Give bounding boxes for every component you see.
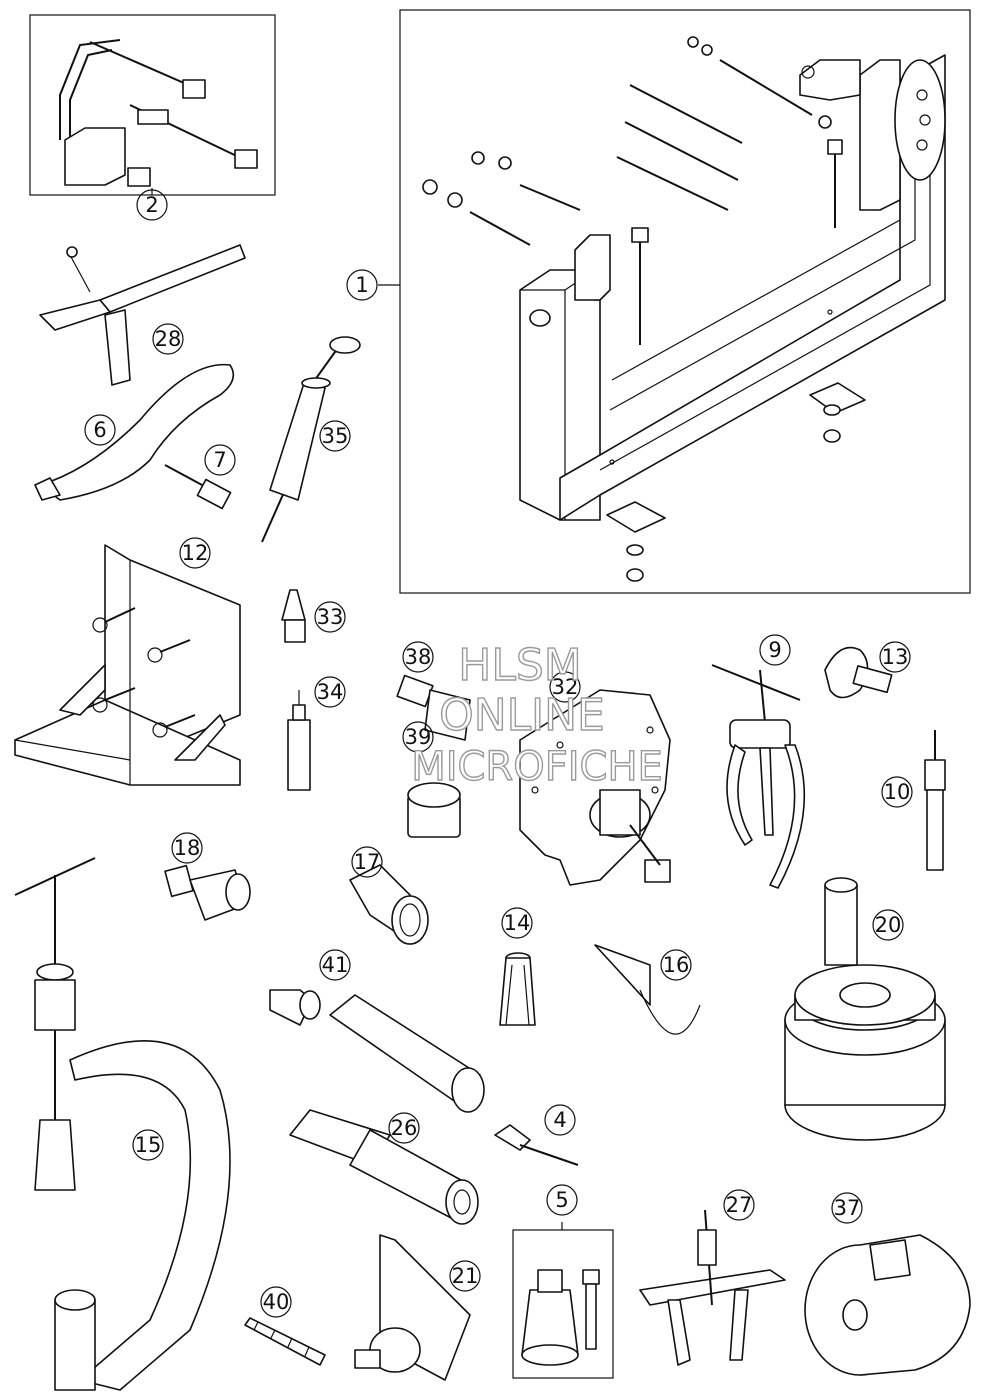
svg-text:10: 10: [884, 780, 911, 804]
svg-text:34: 34: [317, 680, 344, 704]
svg-text:4: 4: [553, 1108, 566, 1132]
watermark: HLSM ONLINE MICROFICHE: [410, 639, 663, 790]
callout-10: 10: [881, 776, 913, 808]
tool-18-drawing: [164, 864, 251, 921]
callout-1: 1: [346, 269, 378, 301]
svg-text:40: 40: [263, 1290, 290, 1314]
svg-text:32: 32: [552, 675, 579, 699]
svg-text:33: 33: [317, 605, 344, 629]
svg-text:7: 7: [213, 448, 226, 472]
watermark-line-1: HLSM: [458, 640, 582, 691]
tool-40-drawing: [244, 1317, 326, 1366]
callout-39: 39: [402, 721, 434, 753]
callout-32: 32: [549, 671, 581, 703]
svg-text:39: 39: [405, 725, 432, 749]
tool-9-drawing: [711, 664, 806, 889]
tool-1-box: [399, 9, 971, 594]
tool-27-drawing: [639, 1209, 786, 1366]
tool-37-drawing: [804, 1234, 971, 1376]
callout-41: 41: [319, 949, 351, 981]
svg-text:27: 27: [726, 1193, 753, 1217]
svg-text:37: 37: [834, 1196, 861, 1220]
tool-5-box: [512, 1229, 614, 1379]
callout-15: 15: [132, 1129, 164, 1161]
svg-text:6: 6: [93, 418, 106, 442]
callout-26: 26: [388, 1112, 420, 1144]
callout-35: 35: [319, 420, 351, 452]
tool-16-drawing: [594, 944, 701, 1035]
watermark-line-3: MICROFICHE: [411, 744, 663, 790]
tool-33-drawing: [281, 589, 306, 643]
tool-14-drawing: [499, 952, 536, 1026]
tool-12-drawing: [14, 544, 241, 786]
svg-text:35: 35: [322, 424, 349, 448]
callout-37: 37: [831, 1192, 863, 1224]
svg-text:21: 21: [452, 1264, 479, 1288]
tool-4-drawing: [494, 1124, 579, 1166]
tool-41-drawing: [269, 989, 485, 1113]
callout-38: 38: [402, 641, 434, 673]
callout-17: 17: [351, 846, 383, 878]
callout-28: 28: [152, 323, 184, 355]
callout-33: 33: [314, 601, 346, 633]
callout-4: 4: [544, 1104, 576, 1136]
tool-32-drawing: [519, 689, 671, 886]
tool-26-drawing: [289, 1109, 479, 1225]
callout-27: 27: [723, 1189, 755, 1221]
svg-text:20: 20: [875, 913, 902, 937]
tool-38-drawing: [396, 674, 471, 741]
callout-7: 7: [204, 444, 236, 476]
svg-text:5: 5: [555, 1188, 568, 1212]
tool-20-drawing: [784, 877, 946, 1141]
svg-text:2: 2: [145, 193, 158, 217]
callout-34: 34: [314, 676, 346, 708]
callout-2: 2: [136, 189, 168, 221]
tool-34-drawing: [287, 690, 311, 791]
svg-text:41: 41: [322, 953, 349, 977]
callout-12: 12: [179, 537, 211, 569]
callout-40: 40: [260, 1286, 292, 1318]
callout-16: 16: [660, 949, 692, 981]
svg-text:18: 18: [174, 836, 201, 860]
callout-6: 6: [84, 414, 116, 446]
tool-17-drawing: [349, 864, 429, 945]
tool-28-drawing: [39, 244, 246, 386]
bracket-tool-drawing: [59, 39, 258, 187]
tool-10-drawing: [924, 730, 946, 871]
tool-5-drawing: [521, 1269, 600, 1366]
callout-21: 21: [449, 1260, 481, 1292]
svg-text:17: 17: [354, 850, 381, 874]
svg-text:38: 38: [405, 645, 432, 669]
tool-35-drawing: [261, 336, 361, 543]
tool-13-drawing: [824, 646, 893, 699]
svg-text:13: 13: [882, 645, 909, 669]
callout-14: 14: [501, 907, 533, 939]
svg-text:14: 14: [504, 911, 531, 935]
callout-20: 20: [872, 909, 904, 941]
tool-6-drawing: [34, 363, 235, 501]
svg-text:16: 16: [663, 953, 690, 977]
tool-39-drawing: [407, 782, 461, 838]
tool-21-drawing: [354, 1234, 471, 1381]
svg-text:28: 28: [155, 327, 182, 351]
callout-13: 13: [879, 641, 911, 673]
svg-text:1: 1: [355, 273, 368, 297]
engine-stand-drawing: [422, 36, 946, 582]
tool-15-drawing: [14, 857, 231, 1391]
callout-9: 9: [759, 634, 791, 666]
svg-text:12: 12: [182, 541, 209, 565]
svg-text:9: 9: [768, 638, 781, 662]
tool-7-drawing: [164, 464, 232, 510]
callout-5: 5: [546, 1184, 578, 1216]
callout-18: 18: [171, 832, 203, 864]
svg-text:15: 15: [135, 1133, 162, 1157]
svg-text:26: 26: [391, 1116, 418, 1140]
watermark-line-2: ONLINE: [439, 690, 605, 741]
